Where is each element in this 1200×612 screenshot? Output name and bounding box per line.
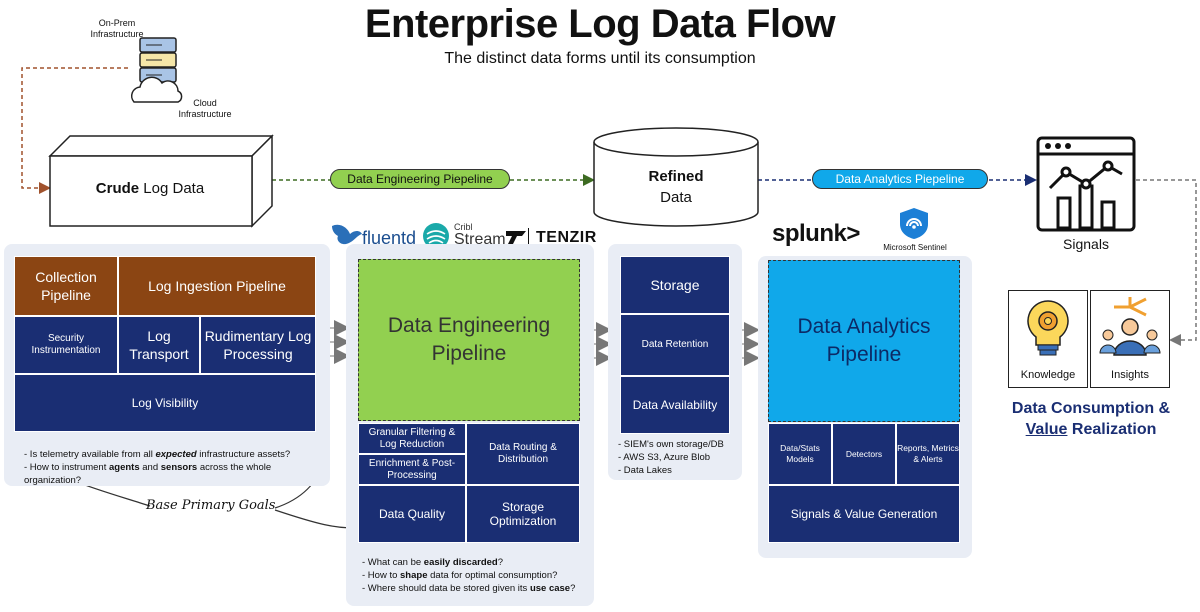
base-goals-label: Base Primary Goals — [146, 498, 276, 513]
signals-label: Signals — [1063, 236, 1109, 252]
collection-notes: - Is telemetry available from all expect… — [24, 449, 291, 486]
refined-data-cylinder — [593, 127, 759, 227]
refined-data-label: Refined Data — [648, 168, 704, 206]
data-routing-block: Data Routing & Distribution — [466, 423, 580, 485]
cloud-label: Cloud Infrastructure — [178, 98, 232, 119]
tenzir-logo: TENZIR — [536, 229, 597, 246]
sentinel-shield-icon — [900, 208, 928, 239]
storage-notes: - SIEM's own storage/DB - AWS S3, Azure … — [618, 439, 724, 476]
data-availability-block: Data Availability — [620, 376, 730, 434]
insights-person-icon — [1099, 297, 1161, 356]
knowledge-card: Knowledge — [1008, 290, 1088, 388]
cribl-icon — [423, 223, 449, 249]
tenzir-icon — [506, 231, 526, 244]
insights-card: Insights — [1090, 290, 1170, 388]
security-instrumentation-block: Security Instrumentation — [14, 316, 118, 374]
consumption-connector — [1136, 179, 1197, 346]
cribl-label: Cribl — [454, 222, 473, 232]
source-connector — [21, 67, 128, 194]
consumption-title: Data Consumption & Value Realization — [1011, 400, 1171, 438]
page-subtitle: The distinct data forms until its consum… — [444, 50, 756, 67]
data-stats-models-block: Data/Stats Models — [768, 423, 832, 485]
sentinel-label: Microsoft Sentinel — [883, 243, 947, 252]
reports-metrics-block: Reports, Metrics & Alerts — [896, 423, 960, 485]
splunk-logo: splunk> — [772, 220, 860, 247]
enrichment-block: Enrichment & Post-Processing — [358, 454, 466, 485]
rudimentary-processing-block: Rudimentary Log Processing — [200, 316, 316, 374]
signals-icon — [1036, 136, 1136, 232]
log-transport-block: Log Transport — [118, 316, 200, 374]
data-quality-block: Data Quality — [358, 485, 466, 543]
insights-label: Insights — [1111, 369, 1149, 381]
server-cloud-icon — [130, 37, 183, 103]
page-title: Enterprise Log Data Flow — [364, 2, 836, 46]
lightbulb-gear-icon — [1027, 300, 1069, 356]
crude-log-label: Crude Log Data — [95, 180, 205, 197]
engineering-pipe: Data Engineering Piepeline — [330, 169, 510, 189]
storage-block: Storage — [620, 256, 730, 314]
fluentd-logo: fluentd — [362, 228, 417, 248]
data-analytics-pipeline-block: Data Analytics Pipeline — [768, 260, 960, 422]
storage-optimization-block: Storage Optimization — [466, 485, 580, 543]
engineering-notes: - What can be easily discarded? - How to… — [362, 557, 576, 594]
onprem-label: On-Prem Infrastructure — [90, 18, 144, 39]
data-engineering-pipeline-block: Data Engineering Pipeline — [358, 259, 580, 421]
detectors-block: Detectors — [832, 423, 896, 485]
crude-log-box — [48, 134, 274, 228]
vendor-divider — [528, 228, 529, 246]
analytics-pipe: Data Analytics Piepeline — [812, 169, 988, 189]
data-retention-block: Data Retention — [620, 314, 730, 376]
granular-filtering-block: Granular Filtering & Log Reduction — [358, 423, 466, 454]
log-ingestion-block: Log Ingestion Pipeline — [118, 256, 316, 316]
collection-pipeline-block: Collection Pipeline — [14, 256, 118, 316]
stream-label: Stream — [454, 231, 506, 248]
knowledge-label: Knowledge — [1020, 369, 1076, 381]
signals-value-block: Signals & Value Generation — [768, 485, 960, 543]
fluentd-bird-icon — [332, 224, 362, 245]
log-visibility-block: Log Visibility — [14, 374, 316, 432]
